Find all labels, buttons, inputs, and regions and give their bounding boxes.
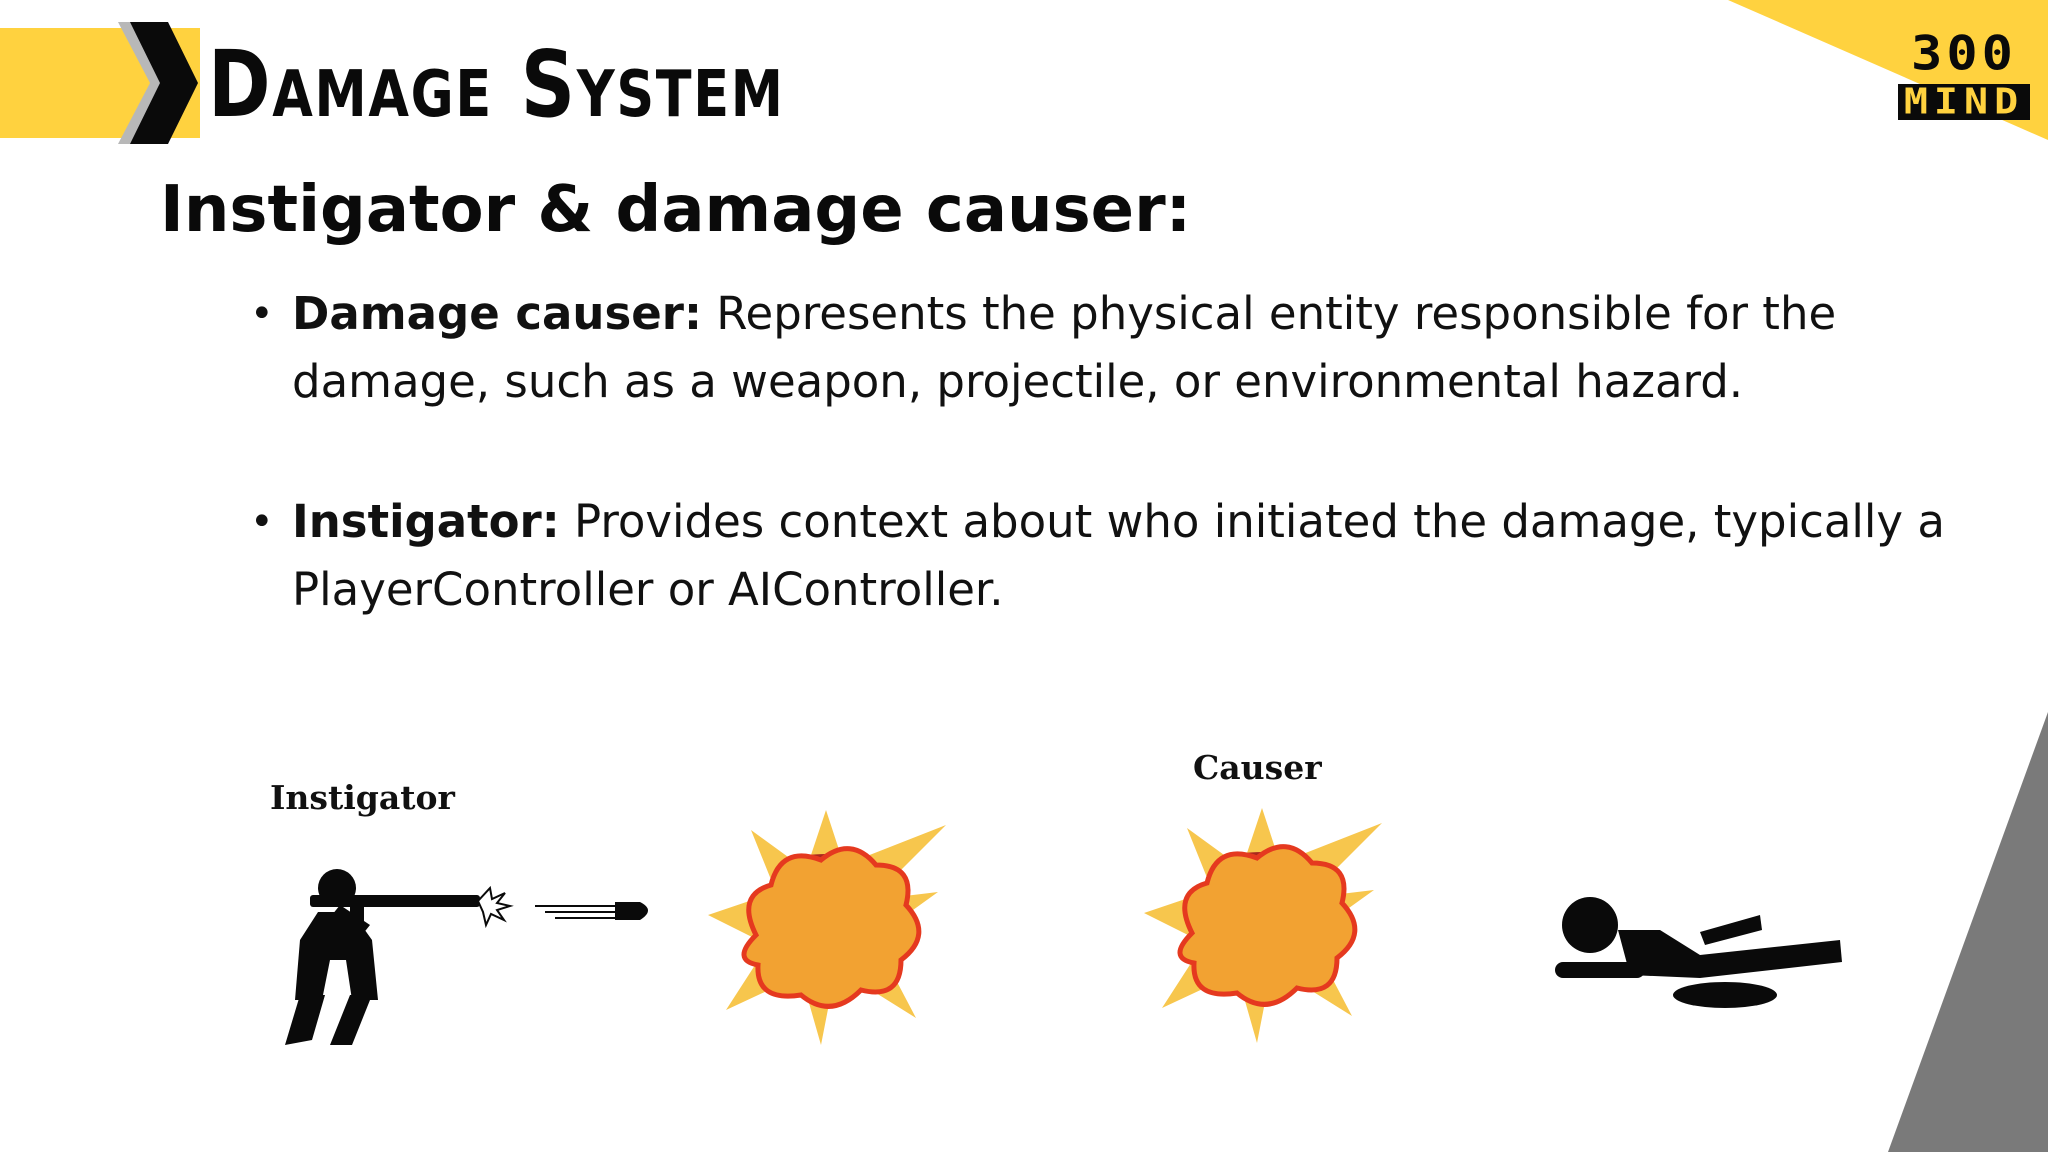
bullet-term: Damage causer: bbox=[292, 287, 702, 340]
section-heading: Instigator & damage causer: bbox=[160, 173, 1192, 247]
bullet-item-instigator: Instigator: Provides context about who i… bbox=[250, 488, 1990, 624]
brand-logo: 300 MIND bbox=[1898, 30, 2030, 122]
header-chevron-icon bbox=[0, 22, 198, 144]
bullet-icon bbox=[535, 902, 648, 920]
bullet-item-damage-causer: Damage causer: Represents the physical e… bbox=[250, 280, 1990, 416]
bullet-text: Represents the physical entity responsib… bbox=[292, 287, 1837, 408]
logo-line-2: MIND bbox=[1898, 84, 2030, 120]
page-title: Damage System bbox=[208, 31, 785, 138]
logo-line-1: 300 bbox=[1911, 27, 2017, 82]
explosion-icon bbox=[708, 810, 946, 1045]
instigator-label: Instigator bbox=[270, 778, 455, 817]
shooter-icon bbox=[285, 869, 514, 1045]
explosion-icon bbox=[1144, 808, 1382, 1043]
corner-grey-shape bbox=[1888, 712, 2048, 1152]
bullet-term: Instigator: bbox=[292, 495, 560, 548]
bullet-text: Provides context about who initiated the… bbox=[292, 495, 1945, 616]
fallen-person-icon bbox=[1555, 897, 1842, 1008]
bullet-list: Damage causer: Represents the physical e… bbox=[250, 280, 1990, 696]
causer-label: Causer bbox=[1193, 748, 1322, 787]
